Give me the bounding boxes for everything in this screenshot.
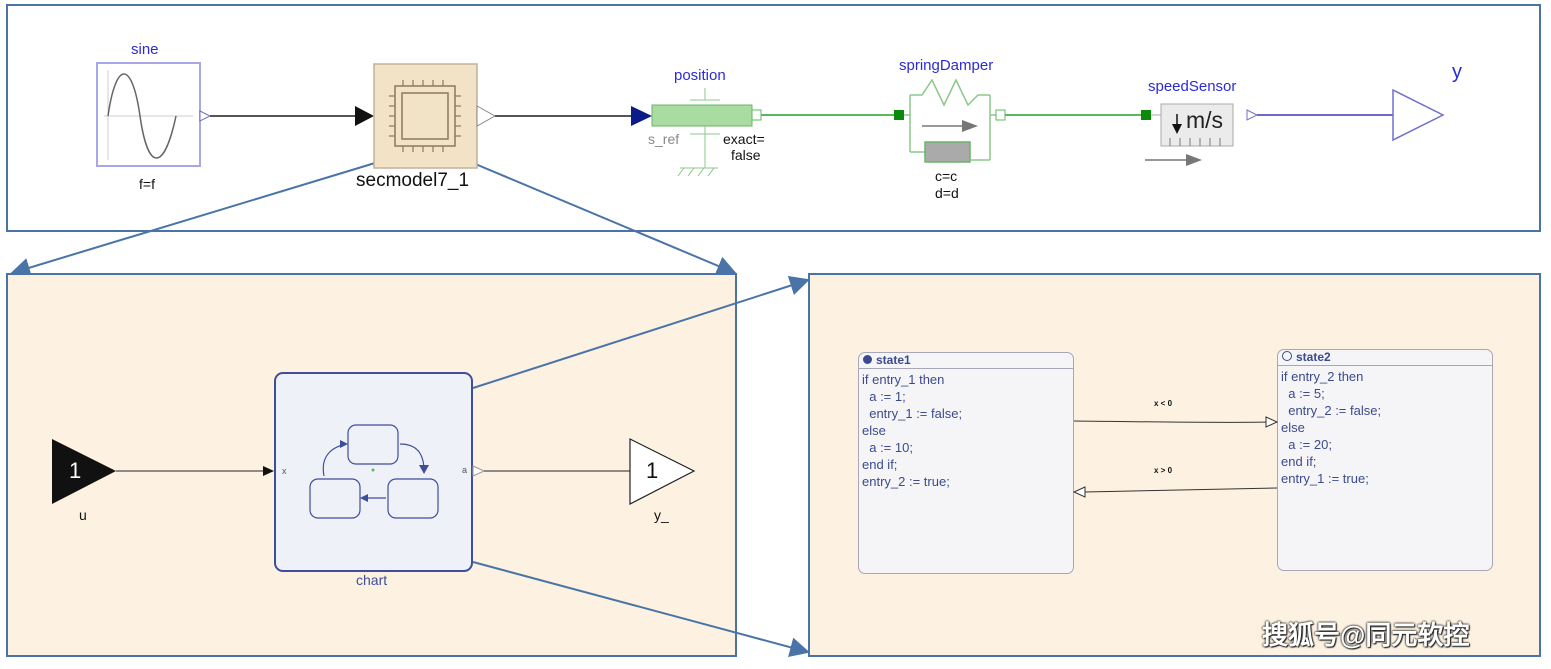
position-exact-value: false: [731, 147, 761, 163]
zoom-arrow-left: [10, 162, 376, 278]
input-u-value: 1: [69, 458, 82, 483]
transition-2-1-label: x > 0: [1154, 466, 1173, 475]
chart-in-port: x: [282, 466, 287, 476]
springdamper-label: springDamper: [899, 57, 994, 74]
chart-block[interactable]: [274, 372, 473, 572]
state2-box[interactable]: state2 if entry_2 then a := 5; entry_2 :…: [1277, 349, 1493, 571]
state-icon: [1282, 351, 1292, 361]
position-port-label: s_ref: [648, 131, 680, 147]
output-y-block[interactable]: [629, 438, 696, 505]
position-label: position: [674, 67, 726, 84]
input-u-label: u: [79, 507, 87, 523]
state1-title: state1: [876, 353, 911, 367]
input-u-block[interactable]: [52, 439, 116, 504]
state1-box[interactable]: state1 if entry_1 then a := 1; entry_1 :…: [858, 352, 1074, 574]
transition-2-1[interactable]: [1084, 487, 1278, 493]
position-exact-label: exact=: [723, 131, 765, 147]
speedsensor-label: speedSensor: [1148, 78, 1237, 95]
zoom-arrow-right: [472, 162, 737, 276]
chart-out-port: a: [462, 465, 468, 475]
springdamper-d: d=d: [935, 185, 959, 201]
state2-code: if entry_2 then a := 5; entry_2 := false…: [1281, 369, 1382, 486]
sine-label: sine: [131, 41, 159, 58]
output-label-y: y: [1452, 61, 1462, 83]
secmodel-label: secmodel7_1: [356, 170, 470, 191]
state2-title: state2: [1296, 350, 1331, 364]
watermark: 搜狐号@同元软控: [1262, 620, 1470, 650]
springdamper-c: c=c: [935, 168, 958, 184]
transition-1-2-label: x < 0: [1154, 399, 1173, 408]
initial-state-icon: [863, 355, 872, 364]
speedsensor-unit: m/s: [1186, 107, 1224, 133]
transition-1-2[interactable]: [1073, 420, 1269, 423]
top-model-frame: [6, 4, 1541, 232]
output-y-value: 1: [646, 458, 659, 483]
state1-code: if entry_1 then a := 1; entry_1 := false…: [862, 372, 963, 489]
output-y-label: y_: [654, 507, 669, 523]
chart-label: chart: [356, 572, 388, 588]
sine-param: f=f: [139, 176, 155, 192]
